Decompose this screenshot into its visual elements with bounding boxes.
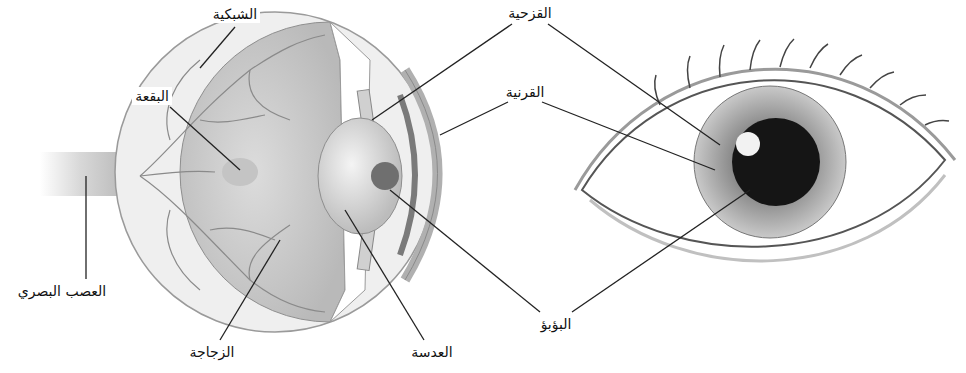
external-iris [694,86,846,238]
part-label: العصب البصري [15,282,109,300]
lens [318,118,402,234]
part-label: البؤبؤ [538,315,575,333]
part-label: البقعة [132,87,172,105]
cornea [405,70,438,280]
part-label: القرنية [503,83,548,101]
blood-vessels [140,35,325,312]
part-label: الشبكية [210,5,260,23]
part-label: الزجاجة [187,343,238,361]
macula [222,158,258,186]
iris [400,95,415,255]
sclera [115,12,435,332]
highlight [736,132,760,156]
cornea-edge [405,70,438,280]
eye-outline [582,80,945,246]
part-label: العدسة [408,343,456,361]
optic-nerve [40,152,120,196]
pupil [371,162,399,190]
part-label: القزحية [505,4,554,22]
leader-lines [86,24,750,340]
